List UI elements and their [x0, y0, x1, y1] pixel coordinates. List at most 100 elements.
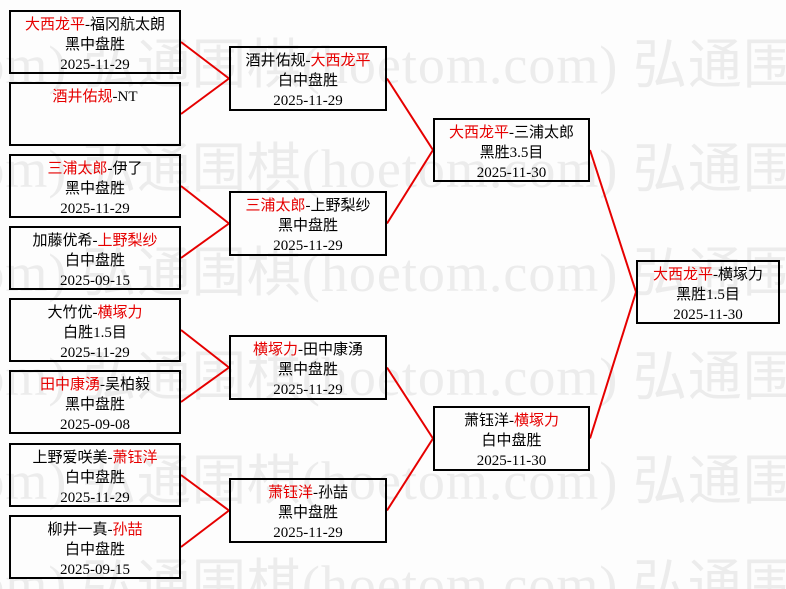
bracket-connector-line	[386, 77, 434, 151]
match-date	[11, 127, 179, 147]
watermark-text-row: 弘通围棋(hoetom.com) 弘通围棋(hoetom.com) 弘通围棋(h…	[0, 451, 786, 511]
match-box-r1b1: 大西龙平-福冈航太朗黑中盘胜 2025-11-29	[9, 10, 181, 74]
player-name: 萧钰洋	[463, 413, 509, 429]
match-players: 田中康湧-吴柏毅	[11, 375, 179, 395]
match-date: 2025-11-29	[60, 201, 130, 217]
player-name: 三浦太郎	[47, 161, 108, 177]
match-players: 大西龙平-福冈航太朗	[11, 15, 179, 35]
match-date: 2025-11-29	[273, 238, 343, 254]
match-box-r2b1: 酒井佑规-大西龙平白中盘胜 2025-11-29	[229, 46, 387, 111]
player-name: 酒井佑规	[245, 53, 306, 69]
match-box-r2b3: 横塚力-田中康湧黑中盘胜 2025-11-29	[229, 335, 387, 400]
bracket-connector-line	[386, 437, 434, 512]
players-separator: -	[305, 198, 311, 214]
watermark-text-row: 弘通围棋(hoetom.com) 弘通围棋(hoetom.com) 弘通围棋(h…	[0, 139, 786, 199]
player-name: 萧钰洋	[267, 485, 313, 501]
match-box-f1: 大西龙平-横塚力黑胜1.5目 2025-11-30	[636, 260, 780, 324]
player-name: 柳井一真	[47, 522, 108, 538]
players-separator: -	[107, 161, 113, 177]
player-name: 上野梨纱	[97, 233, 158, 249]
match-players: 横塚力-田中康湧	[231, 340, 385, 360]
bracket-connector-line	[386, 366, 434, 440]
player-name: NT	[117, 89, 138, 105]
player-name: 田中康湧	[39, 377, 100, 393]
match-result: 黑中盘胜	[64, 397, 125, 413]
match-date: 2025-11-29	[273, 93, 343, 109]
match-result: 黑胜1.5目	[676, 287, 740, 303]
player-name: 三浦太郎	[245, 198, 306, 214]
match-players: 大竹优-横塚力	[11, 303, 179, 323]
match-players: 萧钰洋-孙喆	[231, 483, 385, 503]
player-name: 伊了	[112, 161, 143, 177]
match-date: 2025-09-08	[60, 417, 130, 433]
players-separator: -	[112, 89, 118, 105]
match-result: 白中盘胜	[481, 433, 542, 449]
match-players: 萧钰洋-横塚力	[435, 411, 588, 431]
match-result: 白胜1.5目	[63, 325, 127, 341]
match-date: 2025-09-15	[60, 273, 130, 289]
player-name: 上野梨纱	[310, 198, 371, 214]
player-name: 孙喆	[112, 522, 143, 538]
match-box-r1b6: 田中康湧-吴柏毅黑中盘胜 2025-09-08	[9, 370, 181, 434]
match-result: 黑中盘胜	[64, 181, 125, 197]
player-name: 上野爱咲美	[32, 450, 108, 466]
players-separator: -	[509, 125, 514, 141]
match-box-r3b2: 萧钰洋-横塚力白中盘胜 2025-11-30	[433, 406, 590, 471]
players-separator: -	[713, 267, 718, 283]
match-result: 黑胜3.5目	[479, 145, 544, 161]
match-result: 白中盘胜	[64, 470, 125, 486]
players-separator: -	[107, 450, 113, 466]
player-name: 大竹优	[47, 305, 93, 321]
player-name: 吴柏毅	[105, 377, 151, 393]
match-box-r2b4: 萧钰洋-孙喆黑中盘胜 2025-11-29	[229, 478, 387, 543]
match-date: 2025-11-30	[476, 453, 547, 469]
match-players: 大西龙平-横塚力	[638, 265, 778, 285]
bracket-connector-line	[180, 509, 230, 548]
players-separator: -	[85, 17, 90, 33]
match-result: 黑中盘胜	[277, 362, 338, 378]
players-separator: -	[92, 233, 98, 249]
player-name: 福冈航太朗	[90, 17, 166, 33]
match-players: 上野爱咲美-萧钰洋	[11, 448, 179, 468]
player-name: 大西龙平	[448, 125, 509, 141]
bracket-connector-line	[589, 291, 637, 439]
match-result: 黑中盘胜	[64, 37, 125, 53]
player-name: 加藤优希	[32, 233, 93, 249]
player-name: 萧钰洋	[112, 450, 158, 466]
bracket-connector-line	[180, 185, 230, 225]
players-separator: -	[305, 53, 311, 69]
match-date: 2025-11-30	[673, 307, 743, 323]
player-name: 三浦太郎	[514, 125, 575, 141]
match-date: 2025-11-29	[60, 345, 130, 361]
match-date: 2025-11-29	[273, 382, 343, 398]
match-players: 加藤优希-上野梨纱	[11, 231, 179, 251]
players-separator: -	[100, 377, 105, 393]
match-players: 三浦太郎-上野梨纱	[231, 196, 385, 216]
match-date: 2025-11-29	[273, 525, 343, 541]
player-name: 横塚力	[97, 305, 143, 321]
player-name: 酒井佑规	[52, 89, 113, 105]
match-players: 大西龙平-三浦太郎	[435, 123, 588, 143]
match-date: 2025-11-29	[60, 57, 130, 73]
player-name: 田中康湧	[303, 342, 364, 358]
player-name: 横塚力	[252, 342, 298, 358]
match-result: 白中盘胜	[64, 253, 125, 269]
player-name: 横塚力	[718, 267, 764, 283]
player-name: 孙喆	[318, 485, 349, 501]
players-separator: -	[107, 522, 113, 538]
player-name: 大西龙平	[652, 267, 713, 283]
match-result: 黑中盘胜	[277, 505, 338, 521]
match-result	[11, 107, 179, 127]
player-name: 大西龙平	[310, 53, 371, 69]
match-result: 白中盘胜	[277, 73, 338, 89]
bracket-connector-line	[180, 41, 230, 80]
bracket-connector-line	[386, 149, 434, 225]
bracket-connector-line	[180, 366, 230, 403]
watermark-text-row: 弘通围棋(hoetom.com) 弘通围棋(hoetom.com) 弘通围棋(h…	[0, 243, 786, 303]
player-name: 横塚力	[514, 413, 560, 429]
